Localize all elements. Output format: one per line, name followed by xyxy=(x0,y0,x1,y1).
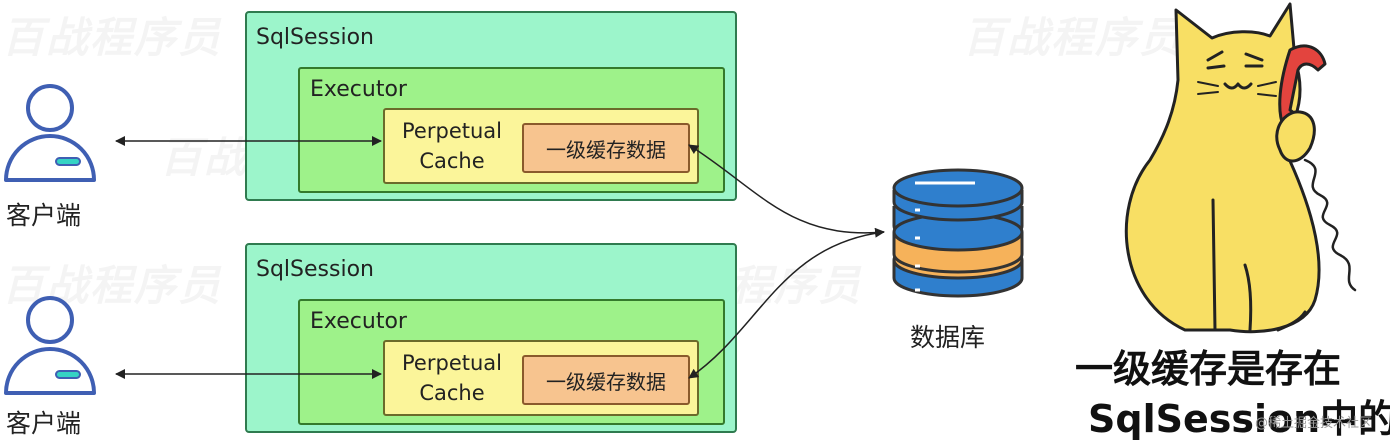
perpetual-cache-label: Perpetual Cache xyxy=(402,351,502,405)
first-level-cache-data-2: 一级缓存数据 xyxy=(522,355,690,405)
cat-phone-illustration xyxy=(1124,2,1357,334)
watermark: 百战程序员 xyxy=(2,4,222,65)
sqlsession-box-1: SqlSession Executor Perpetual Cache 一级缓存… xyxy=(245,11,737,201)
executor-box-1: Executor Perpetual Cache 一级缓存数据 xyxy=(298,67,725,193)
user-icon xyxy=(4,296,96,395)
arrow-icon xyxy=(688,144,885,238)
sqlsession-title: SqlSession xyxy=(256,257,374,282)
executor-title: Executor xyxy=(310,309,407,334)
user-icon xyxy=(4,84,96,182)
sqlsession-title: SqlSession xyxy=(256,25,374,50)
executor-title: Executor xyxy=(310,77,407,102)
credit-watermark: @稀土掘金技术社区 xyxy=(1255,416,1373,431)
database-icon xyxy=(892,168,1024,298)
perpetual-cache-box-1: Perpetual Cache 一级缓存数据 xyxy=(383,108,699,184)
watermark: 百战程序员 xyxy=(963,4,1183,65)
client-label-1: 客户端 xyxy=(6,201,82,230)
arrow-icon xyxy=(688,231,885,379)
caption-line-2: SqlSession中的 xyxy=(1088,397,1390,441)
client-label-2: 客户端 xyxy=(6,409,82,438)
first-level-cache-data-1: 一级缓存数据 xyxy=(522,123,690,173)
database-label: 数据库 xyxy=(910,323,986,352)
perpetual-cache-label: Perpetual Cache xyxy=(402,119,502,173)
executor-box-2: Executor Perpetual Cache 一级缓存数据 xyxy=(298,299,725,425)
perpetual-cache-box-2: Perpetual Cache 一级缓存数据 xyxy=(383,340,699,416)
sqlsession-box-2: SqlSession Executor Perpetual Cache 一级缓存… xyxy=(245,243,737,433)
caption-line-1: 一级缓存是存在 xyxy=(1075,347,1342,391)
